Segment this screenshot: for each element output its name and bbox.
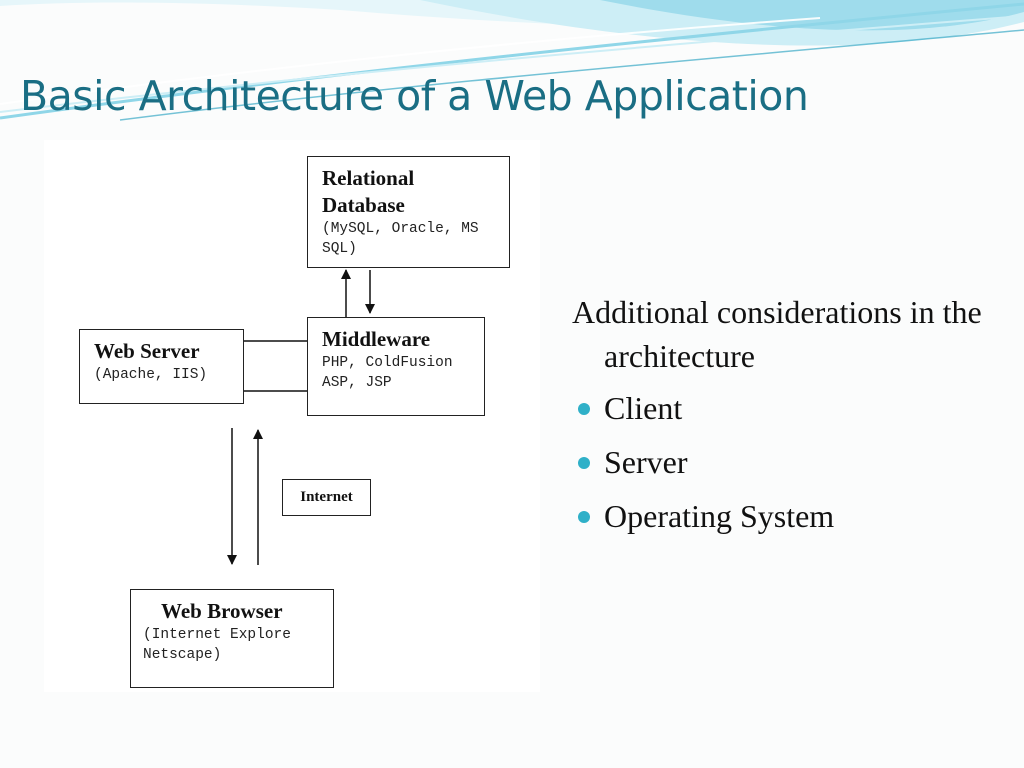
header-swoosh-decoration [0,0,1024,121]
web-server-title: Web Server [94,339,200,363]
relational-database-box: Relational Database (MySQL, Oracle, MS S… [307,156,510,268]
middleware-title: Middleware [322,327,431,351]
bullet-item-client: Client [572,386,1012,430]
bullet-dot-icon [578,403,590,415]
middleware-box: Middleware PHP, ColdFusion ASP, JSP [307,317,485,416]
relational-database-title: Relational Database [322,166,415,217]
relational-database-subtitle: (MySQL, Oracle, MS SQL) [322,221,479,257]
web-browser-subtitle: (Internet Explore Netscape) [143,627,291,663]
web-server-subtitle: (Apache, IIS) [94,367,208,383]
bullet-item-server: Server [572,440,1012,484]
web-browser-box: Web Browser (Internet Explore Netscape) [130,589,334,688]
considerations-lead: Additional considerations in the archite… [572,294,982,374]
bullet-dot-icon [578,457,590,469]
considerations-list: Client Server Operating System [572,386,1012,538]
web-server-box: Web Server (Apache, IIS) [79,329,244,404]
bullet-label: Client [604,390,683,426]
slide-title: Basic Architecture of a Web Application [20,72,809,120]
bullet-item-operating-system: Operating System [572,494,1012,538]
internet-label: Internet [300,489,353,505]
bullet-label: Operating System [604,498,835,534]
web-browser-title: Web Browser [161,599,283,623]
internet-box: Internet [282,479,371,516]
considerations-text: Additional considerations in the archite… [572,290,1012,548]
bullet-dot-icon [578,511,590,523]
bullet-label: Server [604,444,688,480]
middleware-subtitle: PHP, ColdFusion ASP, JSP [322,355,453,391]
